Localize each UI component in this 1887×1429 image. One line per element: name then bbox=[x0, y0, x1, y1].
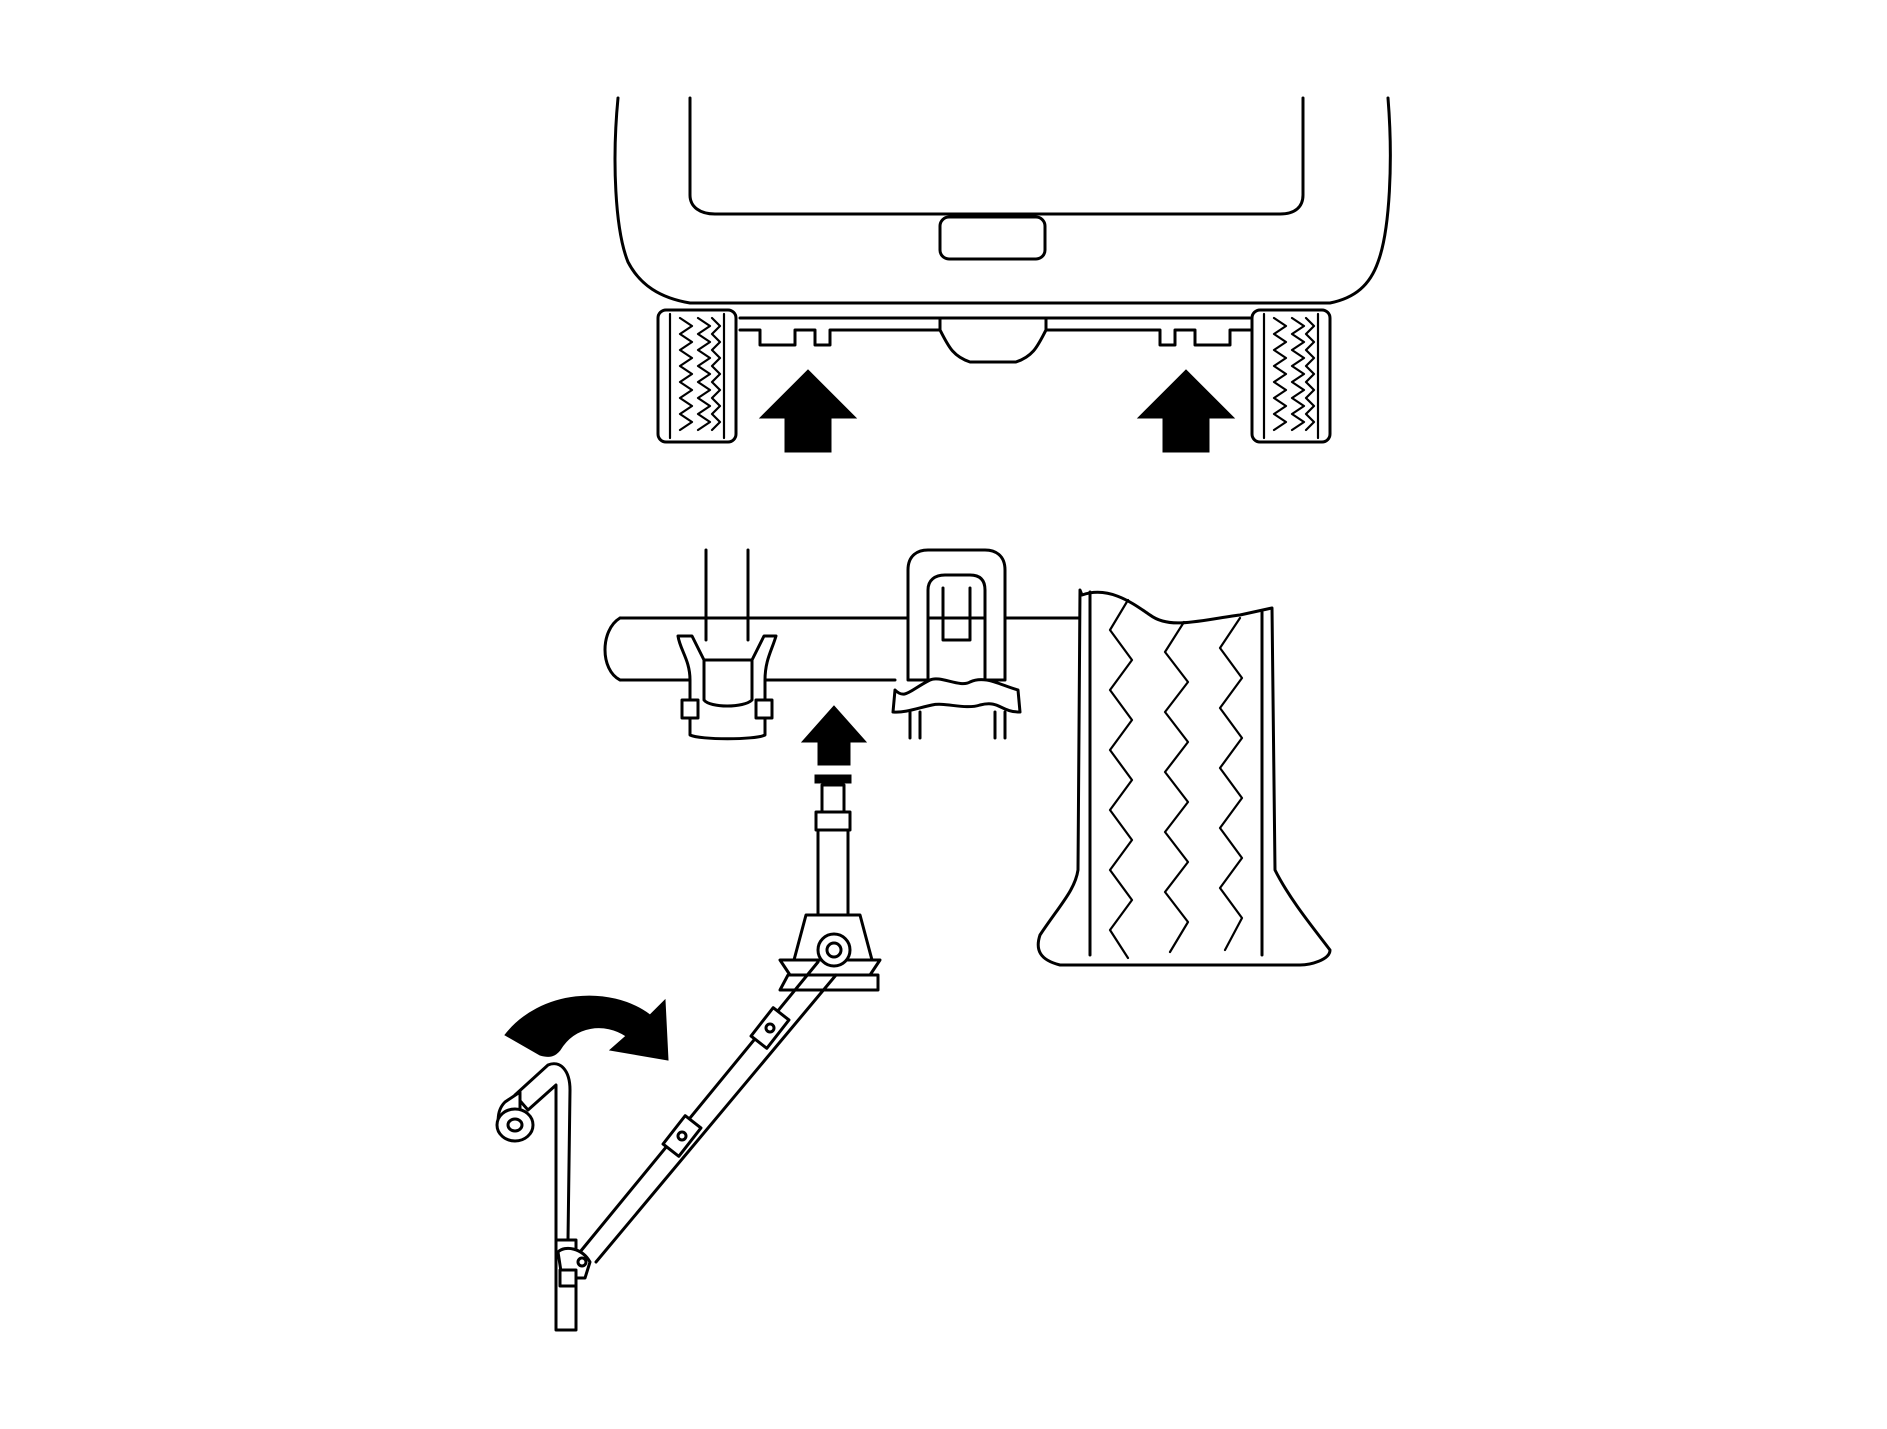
up-arrow-icon bbox=[758, 369, 858, 453]
jack-handle-linkage bbox=[495, 960, 838, 1332]
rear-axle-underside bbox=[738, 328, 1252, 364]
bottle-jack bbox=[778, 774, 882, 992]
right-rear-tire bbox=[1250, 308, 1332, 444]
large-tire-side-view bbox=[1036, 588, 1332, 967]
up-arrow-icon bbox=[1136, 369, 1236, 453]
vehicle-body-outline bbox=[613, 96, 1392, 305]
u-bolt-mount bbox=[891, 548, 1022, 740]
license-lamp bbox=[938, 215, 1047, 261]
axle-tube bbox=[603, 616, 1082, 682]
left-rear-tire bbox=[656, 308, 738, 444]
up-arrow-icon bbox=[800, 705, 868, 766]
tailgate-panel bbox=[688, 96, 1305, 216]
clockwise-arrow-icon bbox=[504, 995, 669, 1061]
shock-absorber bbox=[676, 548, 778, 741]
axle-jack-detail bbox=[495, 548, 1332, 1332]
vehicle-rear-view bbox=[613, 96, 1392, 453]
